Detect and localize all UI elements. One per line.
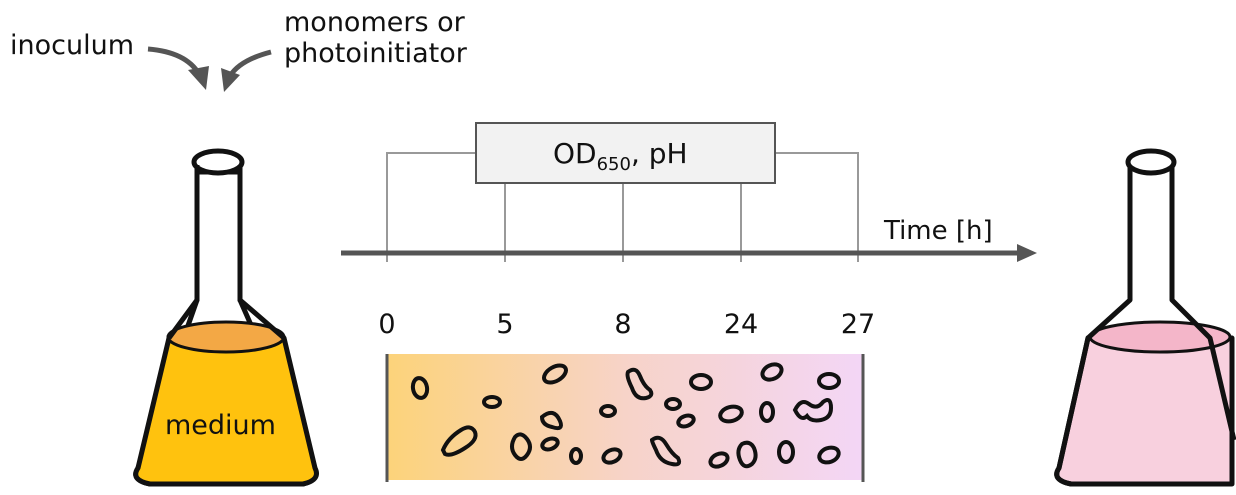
- tick-label: 5: [496, 309, 513, 340]
- medium-surface: [166, 320, 286, 354]
- left-flask-icon: [133, 148, 319, 487]
- left-flask-rim: [191, 148, 245, 176]
- tick-label: 8: [614, 309, 631, 340]
- right-flask-icon: [1054, 148, 1236, 487]
- medium-liquid: [133, 335, 319, 487]
- monomers-label-line2: photoinitiator: [284, 38, 468, 69]
- inoculum-arrow-icon: [147, 46, 209, 90]
- measurement-bracket: [386, 152, 859, 262]
- monomers-arrow-icon: [221, 49, 272, 92]
- time-axis-label: Time [h]: [883, 216, 993, 246]
- tick-label: 24: [724, 309, 758, 340]
- tick-label: 0: [378, 309, 395, 340]
- tick-label: 27: [841, 309, 875, 340]
- measurement-box: [475, 122, 776, 184]
- culture-strip: [387, 354, 863, 480]
- measurement-subscript: 650: [597, 154, 631, 175]
- time-axis-arrow-icon: [1017, 244, 1037, 262]
- medium-label: medium: [165, 410, 276, 441]
- monomers-label-line1: monomers or: [284, 7, 466, 38]
- bacteria-cells-icon: [410, 362, 841, 469]
- measurement-od: OD: [553, 137, 597, 170]
- inoculum-label: inoculum: [10, 30, 134, 61]
- measurement-label: OD650, pH: [553, 137, 688, 175]
- right-flask-rim: [1125, 148, 1177, 176]
- measurement-rest: , pH: [631, 137, 688, 170]
